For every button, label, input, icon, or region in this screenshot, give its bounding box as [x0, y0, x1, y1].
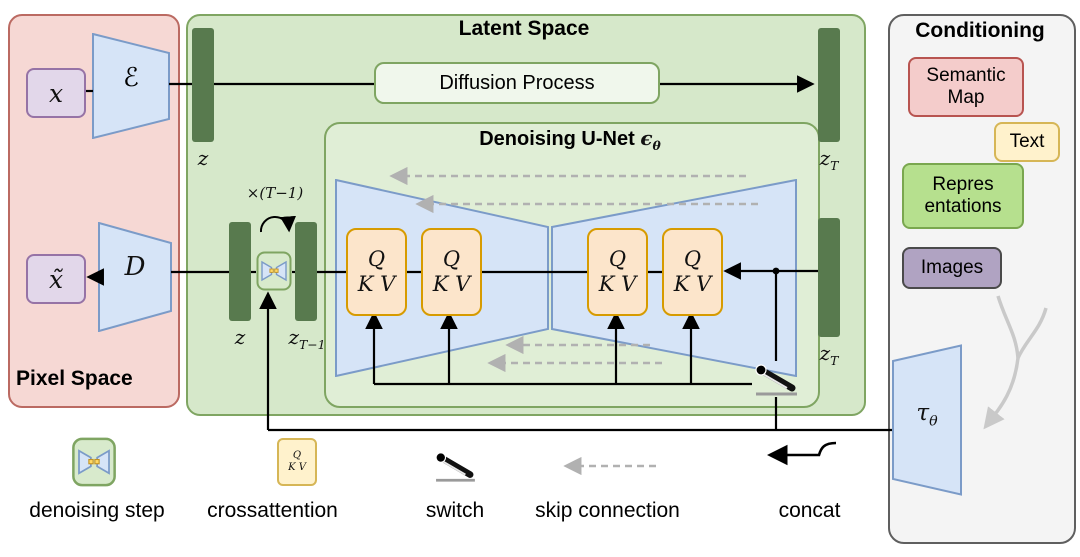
latent-zTm1-bar — [295, 222, 317, 321]
conditioning-images: Images — [902, 247, 1002, 289]
loop-count-label: ×(T−1) — [246, 184, 304, 202]
latent-zT-bar-top — [818, 28, 840, 142]
decoder-trapezoid — [98, 222, 172, 332]
latent-space-title: Latent Space — [458, 17, 590, 40]
legend-denoising-step-icon — [71, 437, 117, 487]
encoder-trapezoid — [92, 33, 170, 139]
legend-switch-icon — [431, 449, 479, 485]
zT-top-label: zT — [819, 146, 839, 173]
latent-z-bar-mid — [229, 222, 251, 321]
zTm1-label: zT−1 — [288, 325, 326, 352]
input-image-box: x — [26, 68, 86, 118]
legend-skip-connection-icon — [563, 456, 656, 476]
legend-switch-label: switch — [425, 499, 485, 522]
unet-title: Denoising U-Net ϵθ — [324, 126, 816, 153]
z-top-label: z — [197, 146, 209, 170]
tau-theta-label: τθ — [916, 400, 938, 430]
denoising-step-icon — [256, 251, 292, 291]
switch-icon — [751, 361, 801, 399]
conditioning-title: Conditioning — [915, 19, 1045, 42]
encoder-label: ℰ — [123, 63, 139, 93]
z-mid-label: z — [234, 325, 246, 349]
legend-concat-label: concat — [778, 499, 841, 522]
output-image-box: x̃ — [26, 254, 86, 304]
diffusion-process-box: Diffusion Process — [374, 62, 660, 104]
tau-encoder-trapezoid — [892, 344, 962, 496]
legend-denoising-step-label: denoising step — [29, 499, 165, 522]
unet-title-text: Denoising U-Net — [479, 128, 635, 150]
legend-crossattention-label: crossattention — [207, 499, 338, 522]
legend-concat-icon — [766, 441, 837, 466]
legend-skip-connection-label: skip connection — [535, 499, 680, 522]
zT-right-label: zT — [819, 341, 839, 368]
latent-zT-bar-right — [818, 218, 840, 337]
pixel-space-title: Pixel Space — [16, 367, 133, 390]
conditioning-text: Text — [994, 122, 1060, 162]
conditioning-semantic-map: Semantic Map — [908, 57, 1024, 117]
latent-z-bar-top — [192, 28, 214, 142]
epsilon-theta-symbol: ϵθ — [640, 126, 661, 153]
conditioning-representations: Repres entations — [902, 163, 1024, 229]
decoder-label: D — [124, 252, 146, 282]
